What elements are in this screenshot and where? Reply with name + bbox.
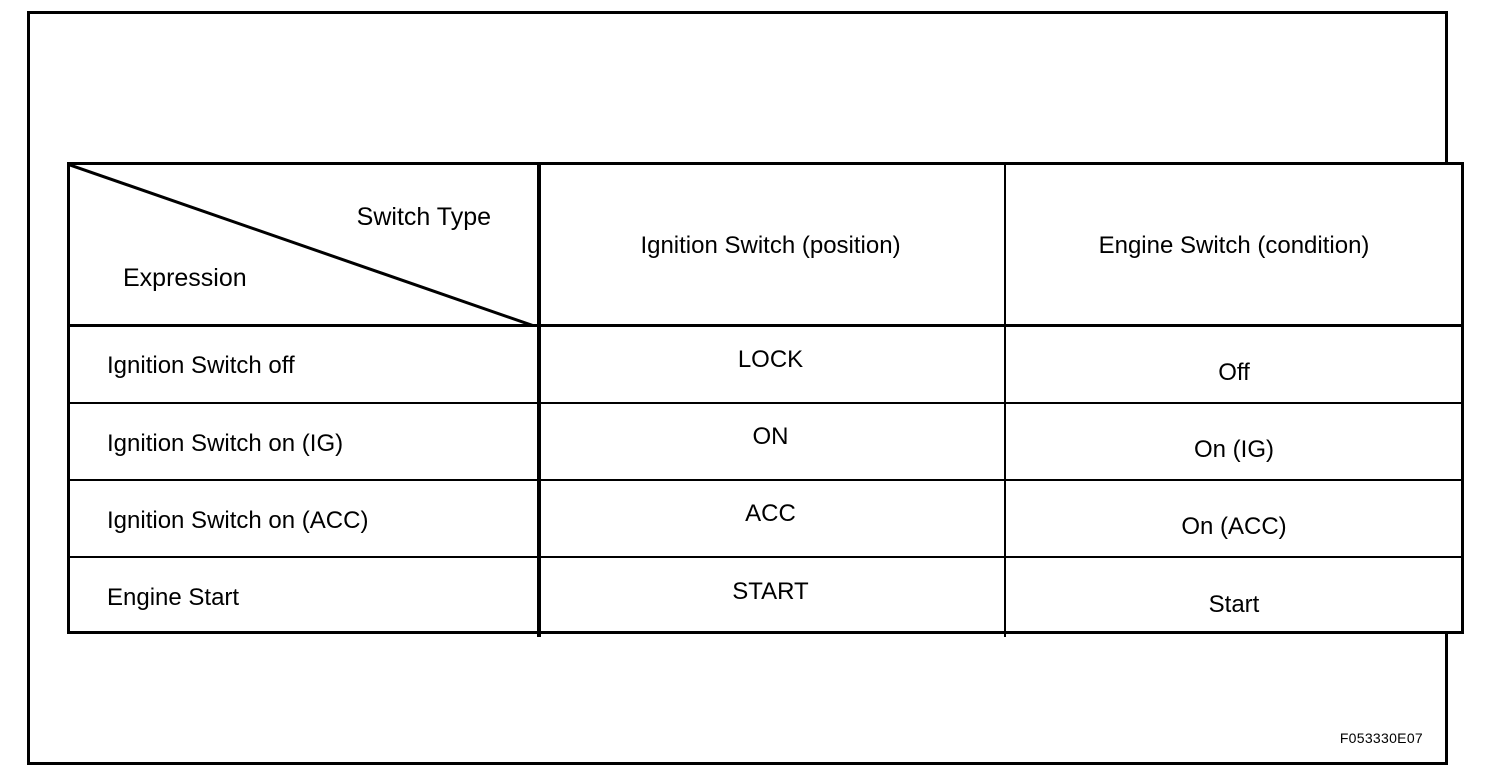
cell-engine-switch-condition: Off [1218, 358, 1250, 386]
column-divider-secondary [1004, 165, 1006, 637]
cell-expression: Ignition Switch off [107, 352, 295, 379]
diagonal-divider-line [70, 165, 537, 327]
figure-id-label: F053330E07 [1339, 730, 1423, 746]
cell-expression: Ignition Switch on (IG) [107, 429, 344, 457]
column-header-engine-switch-condition: Engine Switch (condition) [1098, 232, 1370, 259]
table-row: Ignition Switch on (IG) ON On (IG) [70, 405, 1461, 482]
corner-label-switch-type: Switch Type [356, 203, 491, 231]
cell-engine-switch-condition: On (ACC) [1181, 513, 1287, 540]
column-header-ignition-switch-position: Ignition Switch (position) [640, 232, 901, 259]
header-bottom-rule [70, 324, 1461, 327]
column-divider-primary [537, 165, 541, 637]
row-divider-rule [70, 556, 1461, 558]
table-header-row: Switch Type Expression Ignition Switch (… [70, 165, 1461, 327]
switch-type-expression-table: Switch Type Expression Ignition Switch (… [67, 162, 1464, 637]
corner-label-expression: Expression [123, 264, 247, 292]
cell-expression: Engine Start [107, 584, 240, 611]
table-row: Engine Start START Start [70, 559, 1461, 637]
row-divider-rule [70, 402, 1461, 404]
cell-ignition-switch-position: ON [752, 423, 789, 450]
cell-expression: Ignition Switch on (ACC) [107, 506, 369, 534]
cell-engine-switch-condition: Start [1208, 590, 1260, 618]
cell-ignition-switch-position: ACC [745, 500, 796, 527]
row-divider-rule [70, 479, 1461, 481]
table-row: Ignition Switch off LOCK Off [70, 327, 1461, 405]
cell-ignition-switch-position: START [732, 577, 809, 605]
cell-engine-switch-condition: On (IG) [1193, 436, 1274, 463]
table-row: Ignition Switch on (ACC) ACC On (ACC) [70, 482, 1461, 559]
header-corner-cell: Switch Type Expression [70, 165, 537, 327]
figure-frame: Switch Type Expression Ignition Switch (… [27, 11, 1464, 765]
cell-ignition-switch-position: LOCK [737, 345, 804, 373]
